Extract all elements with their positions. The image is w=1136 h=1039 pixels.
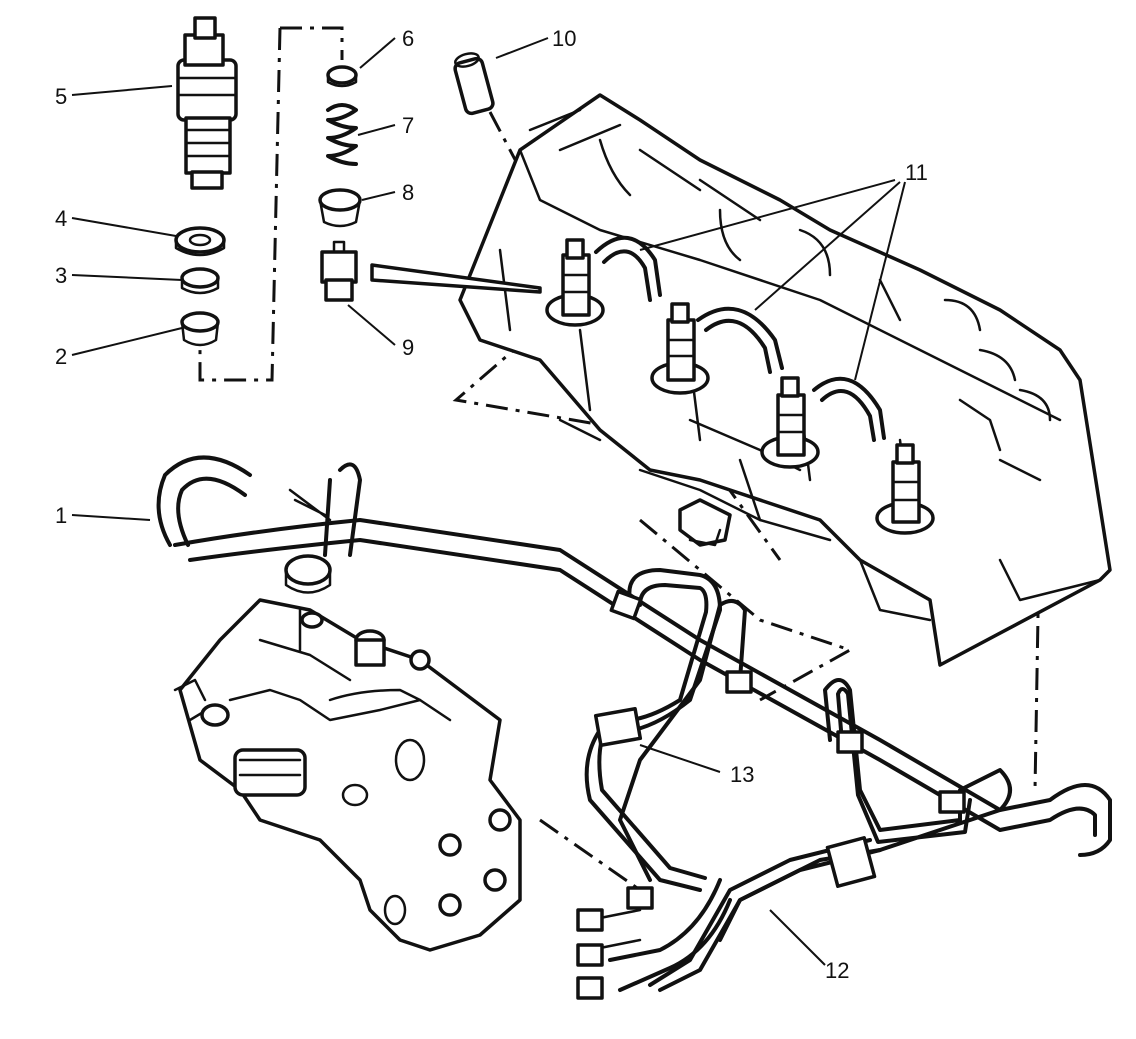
callout-9: 9 xyxy=(402,335,414,360)
callout-12: 12 xyxy=(825,958,849,983)
callout-5: 5 xyxy=(55,84,67,109)
injector-assembly-exploded xyxy=(176,16,238,190)
callout-labels: 5 4 3 2 1 6 7 8 9 10 11 12 13 xyxy=(55,26,928,983)
callout-13: 13 xyxy=(730,762,754,787)
fuel-return-line xyxy=(156,455,1112,857)
nozzle-tip-9 xyxy=(320,240,542,302)
spring-7 xyxy=(326,103,358,166)
installed-injector-2 xyxy=(650,302,710,395)
leader-lines xyxy=(71,37,906,966)
nozzle-seal-3 xyxy=(180,267,220,295)
callout-4: 4 xyxy=(55,206,67,231)
nozzle-washer-4 xyxy=(174,226,226,257)
callout-7: 7 xyxy=(402,113,414,138)
washer-6 xyxy=(326,65,358,88)
injection-pump xyxy=(173,598,522,952)
hose-10 xyxy=(453,52,495,116)
callout-11: 11 xyxy=(905,160,928,185)
callout-8: 8 xyxy=(402,180,414,205)
nozzle-sleeve-2 xyxy=(180,311,220,347)
installed-injector-3 xyxy=(760,376,820,469)
callout-6: 6 xyxy=(402,26,414,51)
callout-1: 1 xyxy=(55,503,67,528)
injection-lines xyxy=(576,568,1012,1000)
callout-3: 3 xyxy=(55,263,67,288)
callout-10: 10 xyxy=(552,26,576,51)
installed-injector-4 xyxy=(875,443,935,535)
return-hoses xyxy=(594,235,886,442)
callout-2: 2 xyxy=(55,344,67,369)
spring-seat-8 xyxy=(318,188,362,228)
installed-injector-1 xyxy=(545,238,605,327)
